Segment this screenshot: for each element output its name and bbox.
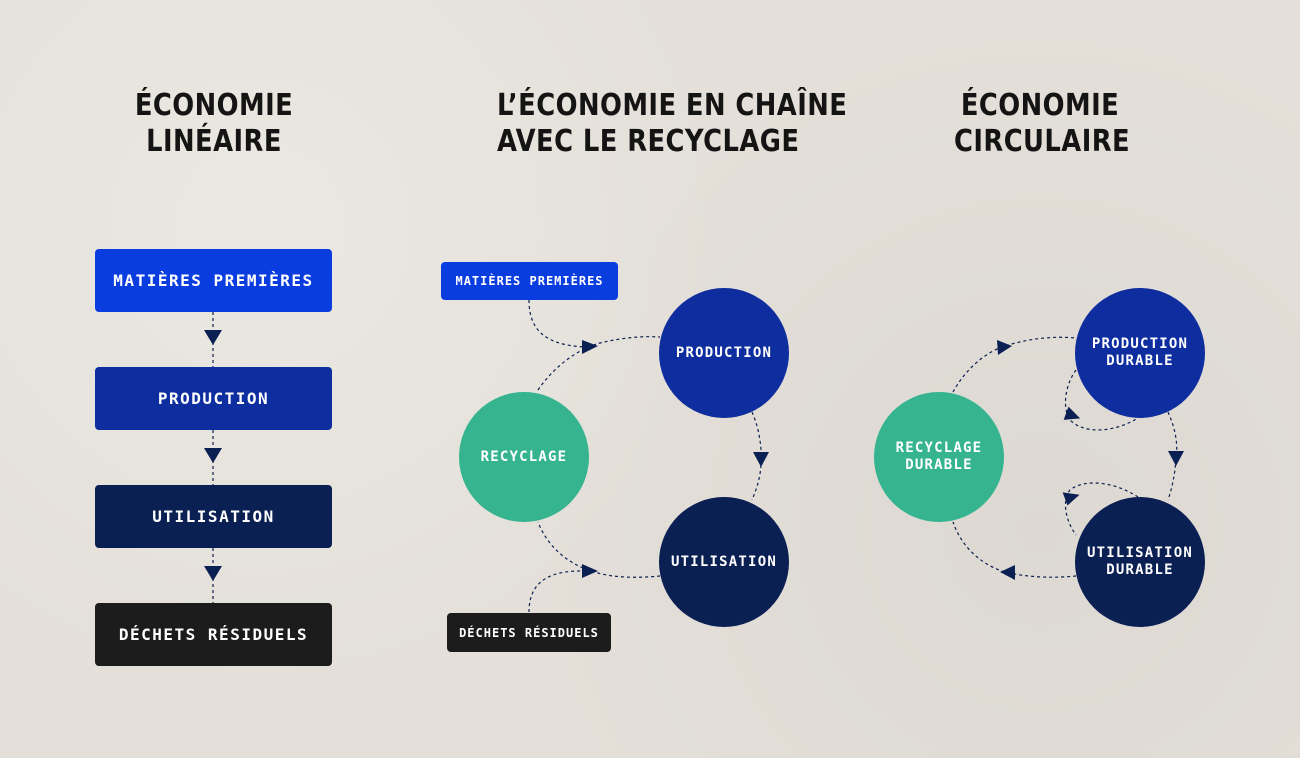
chain-connector — [537, 521, 661, 578]
circle-label-line: DURABLE — [1106, 353, 1174, 369]
title-circular-economy: ÉCONOMIE CIRCULAIRE — [954, 88, 1131, 160]
arrowhead-right — [997, 340, 1012, 355]
box-label: MATIÈRES PREMIÈRES — [113, 271, 314, 290]
title-line: CIRCULAIRE — [954, 124, 1131, 159]
box-label: MATIÈRES PREMIÈRES — [455, 274, 604, 288]
title-line: AVEC LE RECYCLAGE — [497, 124, 800, 159]
circle-label: PRODUCTION — [675, 344, 773, 361]
arrowhead-down — [204, 566, 222, 581]
chain-connector — [528, 299, 586, 348]
chain-recycling-circle: RECYCLAGE — [459, 392, 589, 522]
chain-raw-materials-box: MATIÈRES PREMIÈRES — [441, 262, 618, 300]
arrowhead-right — [582, 564, 598, 578]
circular-recycling-circle: RECYCLAGE DURABLE — [874, 392, 1004, 522]
arrowhead-right — [582, 340, 598, 354]
circular-connector — [1064, 482, 1139, 536]
circle-label: UTILISATION — [671, 553, 777, 570]
arrowhead-down — [204, 448, 222, 463]
chain-connector — [528, 570, 586, 613]
chain-waste-box: DÉCHETS RÉSIDUELS — [447, 613, 611, 652]
box-label: UTILISATION — [152, 507, 275, 526]
linear-production-box: PRODUCTION — [95, 367, 332, 430]
circular-connector — [1167, 411, 1178, 501]
circular-production-circle: PRODUCTION DURABLE — [1075, 288, 1205, 418]
box-label: PRODUCTION — [157, 389, 270, 408]
circular-use-circle: UTILISATION DURABLE — [1075, 497, 1205, 627]
linear-use-box: UTILISATION — [95, 485, 332, 548]
title-line: ÉCONOMIE — [960, 88, 1120, 123]
box-label: DÉCHETS RÉSIDUELS — [118, 625, 309, 644]
arrowhead-left — [1000, 565, 1015, 580]
title-linear-economy: ÉCONOMIE LINÉAIRE — [128, 88, 300, 160]
circular-connector — [952, 521, 1077, 578]
chain-connector — [537, 336, 661, 391]
chain-production-circle: PRODUCTION — [659, 288, 789, 418]
circle-label-line: DURABLE — [1106, 562, 1174, 578]
box-label: DÉCHETS RÉSIDUELS — [459, 625, 599, 640]
circle-label-line: RECYCLAGE — [895, 440, 983, 456]
arrowhead-left — [1063, 406, 1081, 420]
title-line: ÉCONOMIE — [134, 88, 294, 123]
arrowhead-down — [753, 452, 769, 467]
arrowhead-down — [1168, 451, 1184, 466]
circle-label: RECYCLAGE — [480, 448, 568, 465]
title-line: LINÉAIRE — [146, 124, 282, 159]
circular-connector — [1064, 369, 1139, 431]
circle-label-line: PRODUCTION — [1091, 336, 1189, 352]
chain-use-circle: UTILISATION — [659, 497, 789, 627]
linear-waste-box: DÉCHETS RÉSIDUELS — [95, 603, 332, 666]
linear-raw-materials-box: MATIÈRES PREMIÈRES — [95, 249, 332, 312]
arrowhead-left — [1062, 492, 1080, 506]
circle-label-line: DURABLE — [905, 457, 973, 473]
chain-connector — [751, 464, 762, 501]
circle-label-line: UTILISATION — [1087, 545, 1193, 561]
arrowhead-down — [204, 330, 222, 345]
circular-connector — [952, 336, 1077, 393]
